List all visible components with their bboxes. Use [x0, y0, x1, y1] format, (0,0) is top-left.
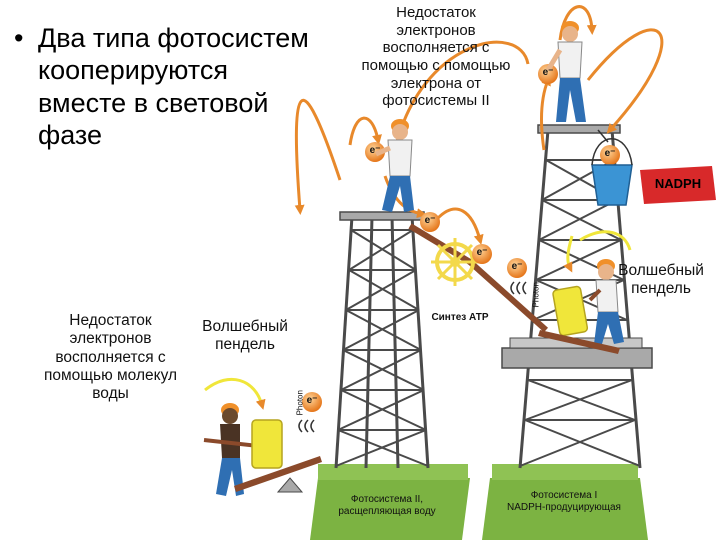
ps1-mid-platform [501, 347, 653, 369]
note-line: электронов [69, 330, 152, 348]
electron-icon [420, 212, 440, 232]
arc-ramp-hop [436, 207, 484, 245]
atp-label: Синтез АТР [431, 312, 489, 323]
note-kick-left: Волшебный пендель [188, 318, 302, 355]
electron-ramp-lower [467, 259, 549, 333]
photon-label: Photon [295, 390, 305, 416]
arc-ps2-to-ps1 [393, 40, 530, 151]
electron-label: e⁻ [542, 67, 554, 78]
note-line: воды [92, 385, 129, 403]
kick-arc-left [204, 377, 266, 410]
ps2-base [310, 478, 470, 540]
arc-top-pass-left [348, 116, 382, 146]
station-line: расщепляющая воду [338, 505, 436, 517]
electron-icon [600, 145, 620, 165]
note-line: пендель [215, 336, 275, 354]
title-bullet: • [14, 23, 24, 53]
ps1-base-top [492, 464, 638, 480]
ps1-top-platform [537, 124, 621, 134]
person-icon [216, 403, 244, 496]
note-line: пендель [631, 280, 691, 298]
photon-icon [298, 419, 315, 433]
electron-label: e⁻ [306, 395, 318, 406]
person-icon [545, 21, 586, 122]
seesaw-left [234, 456, 322, 492]
arc-water-to-ps2 [294, 98, 342, 215]
note-left-water: Недостаток электронов восполняется с пом… [28, 312, 193, 403]
seesaw-left-fulcrum [276, 477, 304, 493]
electron-icon [302, 392, 322, 412]
arc-to-ramp [383, 175, 427, 219]
note-line: фотосистемы II [382, 92, 490, 110]
note-line: Волшебный [202, 318, 288, 335]
electron-icon [538, 64, 558, 84]
person-icon [375, 119, 414, 212]
note-top-center: Недостаток электронов восполняется с пом… [345, 4, 527, 110]
title-line: кооперируются [38, 55, 228, 86]
electron-icon [507, 258, 527, 278]
electron-label: e⁻ [424, 215, 436, 226]
electron-icon [365, 142, 385, 162]
mallet-icon [552, 285, 602, 337]
station-line: Фотосистема II, [350, 494, 424, 505]
note-line: восполняется с [55, 348, 166, 366]
title-line: Два типа фотосистем [38, 23, 309, 53]
ps2-platform [339, 211, 425, 221]
arc-ps1-to-bucket [586, 28, 664, 134]
ps1-station-label: Фотосистема I NADPH-продуцирующая [484, 490, 644, 514]
ps2-station-label: Фотосистема II, расщепляющая воду [312, 494, 462, 518]
electron-label: e⁻ [604, 148, 616, 159]
note-line: восполняется с [382, 39, 490, 57]
note-line: помощью молекул [43, 366, 178, 384]
person-icon [594, 259, 624, 344]
station-line: Фотосистема I [530, 490, 598, 501]
nadph-badge [640, 166, 716, 204]
note-line: Волшебный [618, 262, 704, 279]
electron-icon [472, 244, 492, 264]
electron-label: e⁻ [476, 247, 488, 258]
note-kick-right: Волшебный пендель [606, 262, 716, 299]
mallet-icon [203, 419, 283, 469]
bucket-icon [591, 129, 633, 206]
title-line: вместе в световой [38, 87, 269, 118]
station-line: NADPH-продуцирующая [507, 501, 621, 513]
title-line: фазе [38, 120, 103, 151]
slide-title: • Два типа фотосистем кооперируются вмес… [14, 22, 334, 152]
ps2-base-top [318, 464, 468, 480]
note-line: Недостаток [396, 4, 476, 21]
note-line: электрона от [390, 74, 482, 92]
ps1-base [482, 478, 648, 540]
nadph-label: NADPH [654, 176, 702, 191]
electron-label: e⁻ [511, 261, 523, 272]
gear-wheel-icon [431, 238, 479, 286]
note-line: электронов [396, 21, 476, 39]
electron-label: e⁻ [369, 145, 381, 156]
kick-arc-right [579, 230, 632, 251]
note-line: Недостаток [69, 312, 152, 329]
seesaw-right [538, 330, 620, 354]
note-line: помощью с помощью [361, 57, 511, 75]
ps2-tower [334, 215, 430, 469]
photon-label: Photon [531, 282, 541, 308]
kick-arc-right-head [563, 235, 574, 273]
photon-icon [510, 281, 527, 295]
